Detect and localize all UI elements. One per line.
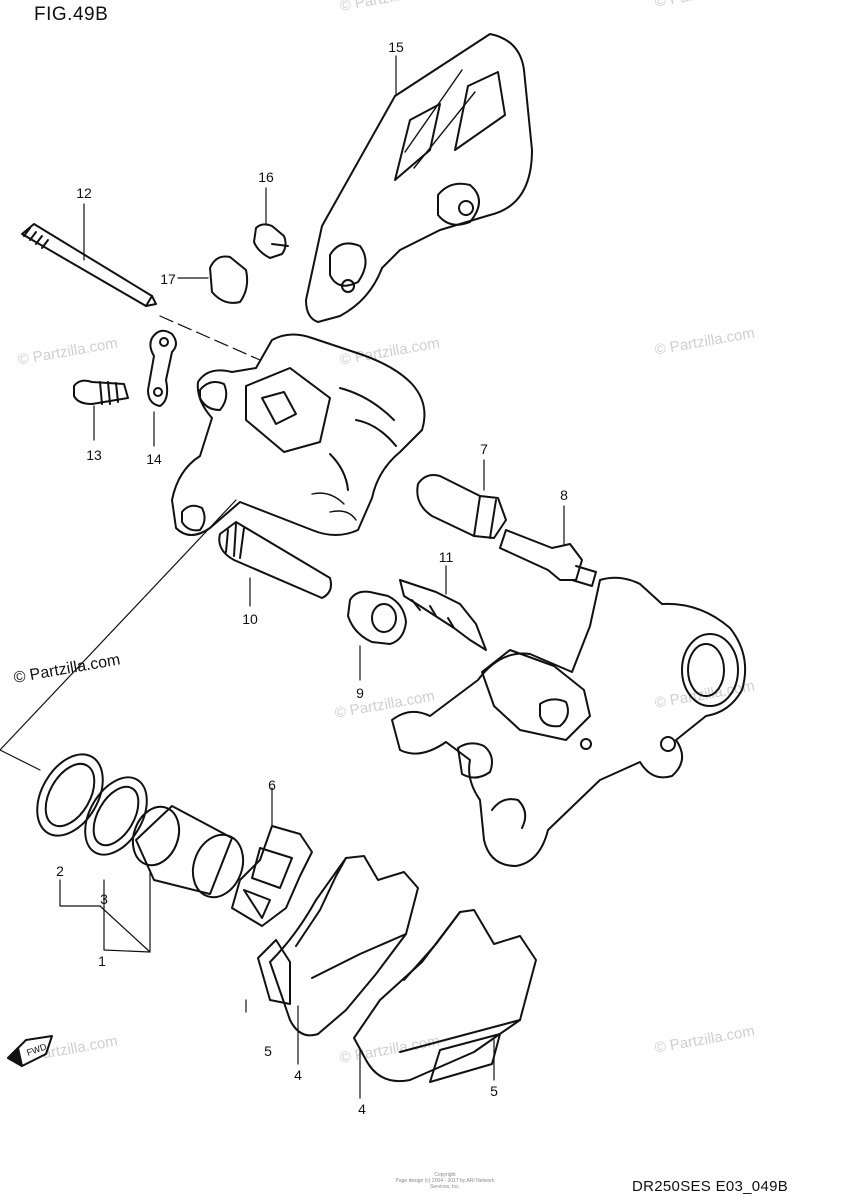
part-9-boot[interactable]	[347, 590, 407, 645]
callout-6: 6	[268, 777, 276, 793]
callout-2: 2	[56, 863, 64, 879]
copyright-line: Copyright	[434, 1172, 456, 1178]
part-17-pad[interactable]	[209, 255, 249, 304]
part-11-spring[interactable]	[399, 579, 487, 651]
caliper-bracket[interactable]	[391, 576, 747, 867]
part-7-sleeve[interactable]	[416, 474, 507, 539]
part-4-pad-b[interactable]	[353, 909, 537, 1082]
diagram-code: DR250SES E03_049B	[632, 1178, 789, 1195]
callout-5a: 5	[264, 1043, 272, 1059]
part-5-pad-b[interactable]	[429, 1033, 501, 1083]
part-4-pad-a[interactable]	[269, 855, 419, 1037]
leader-lines	[0, 55, 565, 1099]
callout-17: 17	[160, 271, 176, 287]
part-8-bolt[interactable]	[499, 529, 597, 587]
callout-14: 14	[146, 451, 162, 467]
part-12-pin[interactable]	[21, 223, 157, 307]
part-15-guard[interactable]	[305, 33, 533, 323]
part-1-piston[interactable]	[125, 800, 251, 904]
part-6-shim[interactable]	[231, 825, 313, 927]
callout-8: 8	[560, 487, 568, 503]
callout-5b: 5	[490, 1083, 498, 1099]
callout-1: 1	[98, 953, 106, 969]
callout-7: 7	[480, 441, 488, 457]
copyright-note: Copyright Page design (c) 2004 - 2017 by…	[385, 1172, 505, 1190]
part-16-bolt[interactable]	[253, 223, 289, 259]
callout-12: 12	[76, 185, 92, 201]
part-3-seal[interactable]	[72, 767, 159, 866]
callout-16: 16	[258, 169, 274, 185]
callout-9: 9	[356, 685, 364, 701]
copyright-line: Page design (c) 2004 - 2017 by ARI Netwo…	[395, 1178, 495, 1190]
direction-arrow-icon: FWD	[7, 1035, 53, 1067]
figure-title: FIG.49B	[34, 4, 109, 25]
callout-4a: 4	[294, 1067, 302, 1083]
callout-10: 10	[242, 611, 258, 627]
part-2-seal[interactable]	[24, 743, 116, 847]
part-13-bleeder[interactable]	[73, 379, 129, 405]
callout-15: 15	[388, 39, 404, 55]
callout-3: 3	[100, 891, 108, 907]
part-5-pad-a[interactable]	[257, 939, 291, 1005]
callouts: 15 16 17 12 13 14 7 8 11 9 10 6 2 3 1 5 …	[56, 39, 568, 1117]
callout-11: 11	[439, 549, 454, 565]
caliper-body[interactable]	[171, 333, 426, 536]
part-10-slide-pin[interactable]	[218, 521, 332, 599]
part-14-washer[interactable]	[147, 329, 177, 407]
callout-13: 13	[86, 447, 102, 463]
callout-4b: 4	[358, 1101, 366, 1117]
